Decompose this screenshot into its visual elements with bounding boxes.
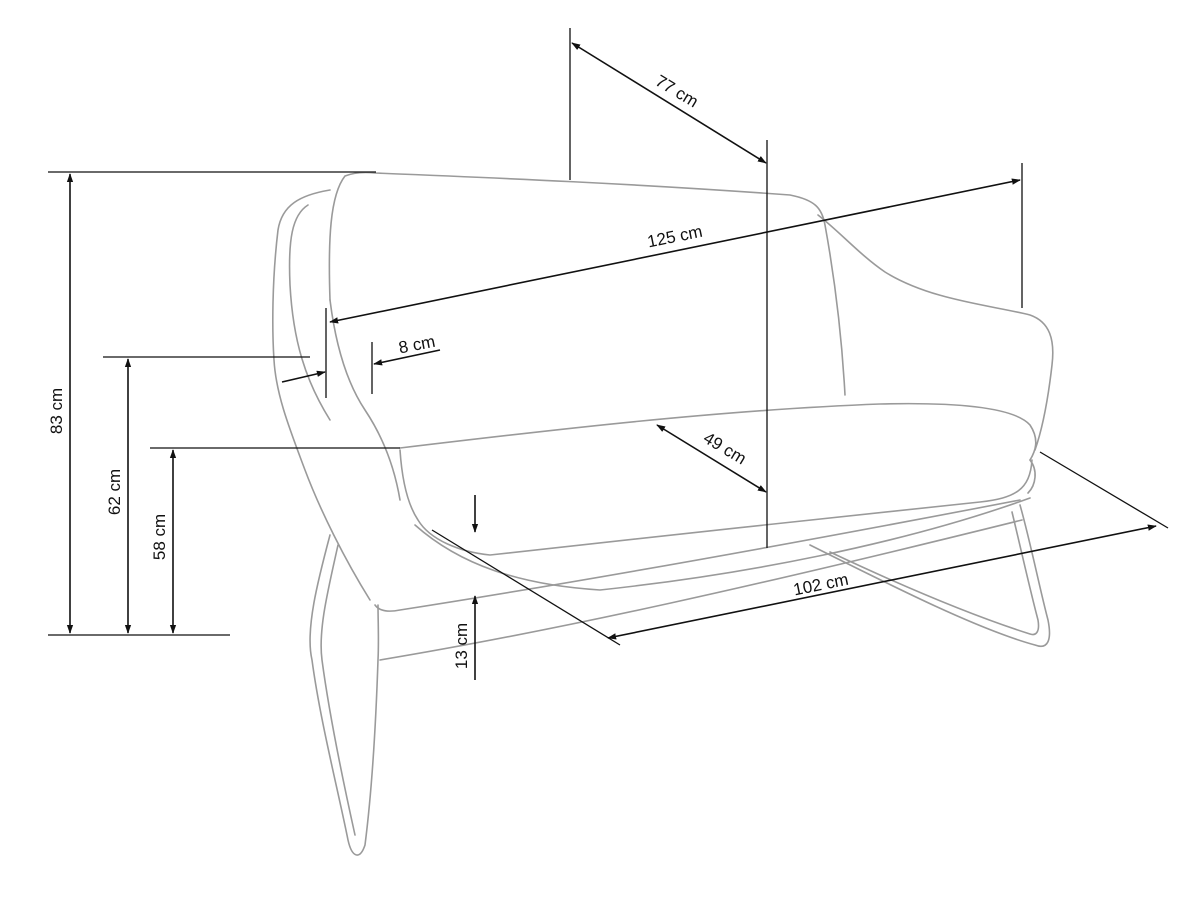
thickness-arrow-left	[281, 370, 326, 383]
seat-depth-dimension-line	[656, 424, 767, 493]
depth-label: 77 cm	[652, 71, 701, 111]
armrest-height-label: 62 cm	[105, 469, 124, 515]
seat-front-edge	[399, 449, 1033, 556]
thickness-arrow-right	[373, 349, 441, 366]
right-armrest	[817, 214, 1054, 451]
seat-side-curve	[1027, 459, 1036, 494]
depth-dimension-line	[571, 42, 767, 164]
seat-height-label: 58 cm	[150, 514, 169, 560]
total-height-label: 83 cm	[47, 388, 66, 434]
seat-depth-label: 49 cm	[700, 428, 749, 468]
left-armrest-inner	[288, 204, 331, 421]
width-dimension-line	[329, 178, 1021, 324]
left-armrest	[272, 189, 371, 601]
clearance-label: 13 cm	[452, 623, 471, 669]
seat-cushion	[399, 402, 1037, 461]
dimension-lines	[48, 28, 1169, 680]
base-width-line	[607, 524, 1157, 640]
thickness-label: 8 cm	[397, 332, 437, 358]
left-leg	[309, 534, 380, 856]
base-stretcher	[379, 519, 1023, 661]
sofa-drawing	[272, 171, 1054, 856]
base-ext-right	[1039, 451, 1169, 529]
backrest-cushion	[328, 171, 846, 396]
backrest-lower-edge	[329, 299, 401, 501]
left-leg-inner	[320, 544, 356, 836]
dimension-labels: 77 cm 125 cm 8 cm 49 cm 83 cm 62 cm 58 c…	[47, 71, 850, 669]
base-ext-left	[431, 529, 621, 646]
